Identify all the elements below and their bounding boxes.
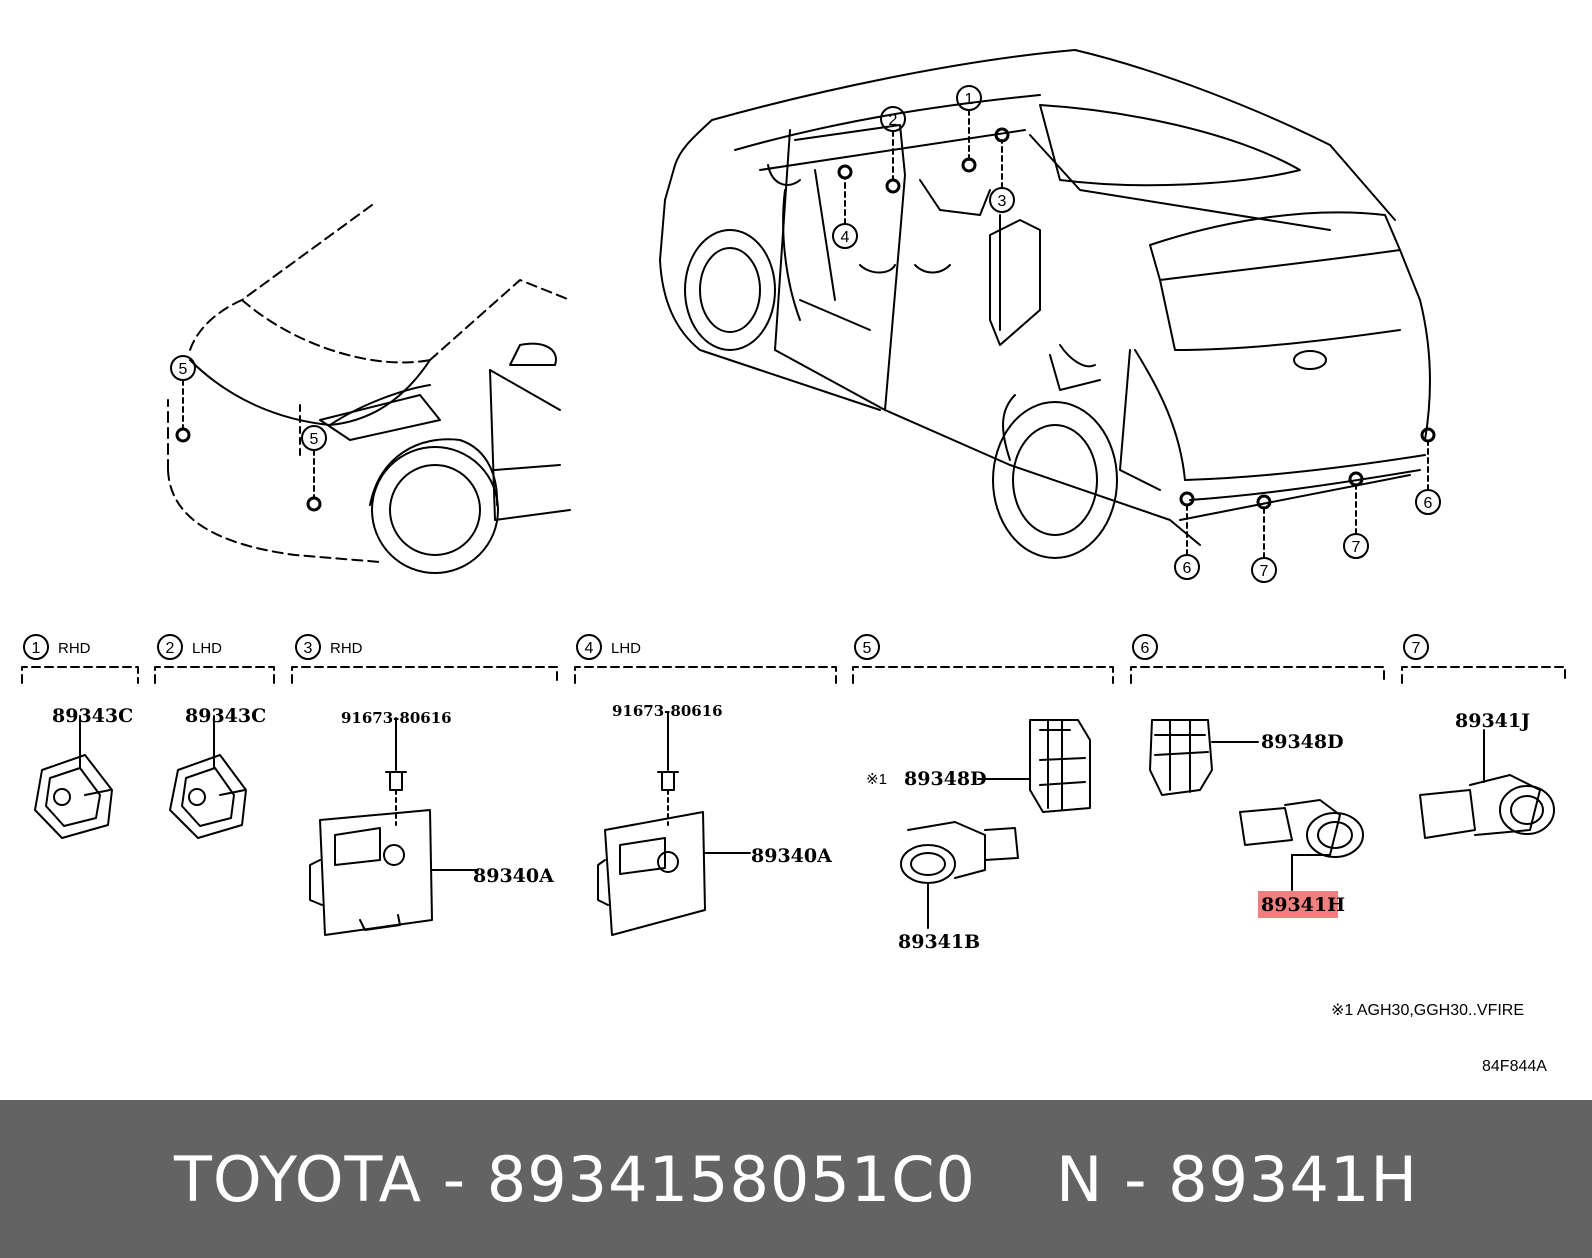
retainer-mark-s5: ※1 xyxy=(866,771,887,788)
callouts xyxy=(170,85,1441,583)
bolt-number-s4: 91673-80616 xyxy=(612,702,723,720)
sensor-number-s7: 89341J xyxy=(1455,710,1530,732)
callout-4-number: 4 xyxy=(841,229,850,246)
ecu-number-s3: 89340A xyxy=(473,865,554,887)
sensor-number-s6: 89341H xyxy=(1261,894,1345,916)
callout-6a xyxy=(1174,491,1200,580)
retainer-number-s6: 89348D xyxy=(1261,731,1344,753)
callout-1-number: 1 xyxy=(965,91,974,108)
section-1-qualifier: RHD xyxy=(58,640,91,657)
section-headers: 1 RHD 2 LHD 3 RHD 4 LHD 5 6 7 xyxy=(32,640,1421,657)
part-labels: 89343C 89343C 91673-80616 89340A 91673-8… xyxy=(52,702,1530,953)
callout-6b-number: 6 xyxy=(1424,495,1433,512)
part-retainer-s5 xyxy=(977,719,1091,813)
callout-6a-number: 6 xyxy=(1183,560,1192,577)
section-2-number: 2 xyxy=(166,640,175,657)
section-1-number: 1 xyxy=(32,640,41,657)
footer-bar: TOYOTA - 8934158051C0 N - 89341H xyxy=(0,1100,1592,1258)
section-6-number: 6 xyxy=(1141,640,1150,657)
footer-brand-part: TOYOTA - 8934158051C0 xyxy=(173,1142,976,1216)
footer-caption: TOYOTA - 8934158051C0 N - 89341H xyxy=(174,1143,1418,1216)
callout-3 xyxy=(989,127,1015,213)
callout-5b-number: 5 xyxy=(310,431,319,448)
callout-2-number: 2 xyxy=(889,112,898,129)
section-7-number: 7 xyxy=(1412,640,1421,657)
section-circles xyxy=(23,634,1429,660)
section-4-qualifier: LHD xyxy=(611,640,641,657)
section-3-number: 3 xyxy=(304,640,313,657)
section-5-number: 5 xyxy=(863,640,872,657)
section-3-qualifier: RHD xyxy=(330,640,363,657)
retainer-number-s5: 89348D xyxy=(904,768,987,790)
part-sensor-s6 xyxy=(1239,799,1364,891)
footer-catalog-part: N - 89341H xyxy=(1056,1142,1419,1216)
part-ecu-lhd xyxy=(597,711,751,936)
callout-5b xyxy=(301,425,327,512)
part-sensor-s5 xyxy=(900,821,1019,929)
callout-7b-number: 7 xyxy=(1352,539,1361,556)
callout-numbers: 1 2 3 4 5 5 6 6 7 7 xyxy=(179,91,1433,580)
callout-4 xyxy=(832,164,858,249)
rear-car-illustration xyxy=(659,49,1431,559)
sensor-number-s5: 89341B xyxy=(898,931,980,953)
callout-6b xyxy=(1415,427,1441,515)
callout-5a-number: 5 xyxy=(179,361,188,378)
section-2-qualifier: LHD xyxy=(192,640,222,657)
bolt-number-s3: 91673-80616 xyxy=(341,709,452,727)
part-89343c-lhd xyxy=(169,715,247,839)
parts-diagram: 1 2 3 4 5 5 6 6 7 7 1 RHD 2 LHD 3 RHD 4 … xyxy=(21,49,1566,1075)
callout-7b xyxy=(1343,471,1369,559)
callout-2 xyxy=(880,106,906,194)
highlight-marker xyxy=(1258,891,1338,918)
part-number-s1: 89343C xyxy=(52,705,133,727)
ecu-number-s4: 89340A xyxy=(751,845,832,867)
callout-1 xyxy=(956,85,982,173)
section-4-number: 4 xyxy=(585,640,594,657)
part-sensor-s7 xyxy=(1419,729,1555,839)
diagram-code: 84F844A xyxy=(1482,1058,1547,1075)
callout-3-number: 3 xyxy=(998,193,1007,210)
callout-7a-number: 7 xyxy=(1260,563,1269,580)
part-number-s2: 89343C xyxy=(185,705,266,727)
callout-5a xyxy=(170,355,196,443)
part-ecu-rhd xyxy=(309,717,479,936)
callout-7a xyxy=(1251,494,1277,583)
section-brackets xyxy=(21,666,1566,684)
front-car-illustration xyxy=(167,204,571,574)
part-retainer-s6 xyxy=(1149,719,1259,796)
part-89343c-rhd xyxy=(34,715,113,839)
footnote: ※1 AGH30,GGH30..VFIRE xyxy=(1331,1002,1524,1019)
